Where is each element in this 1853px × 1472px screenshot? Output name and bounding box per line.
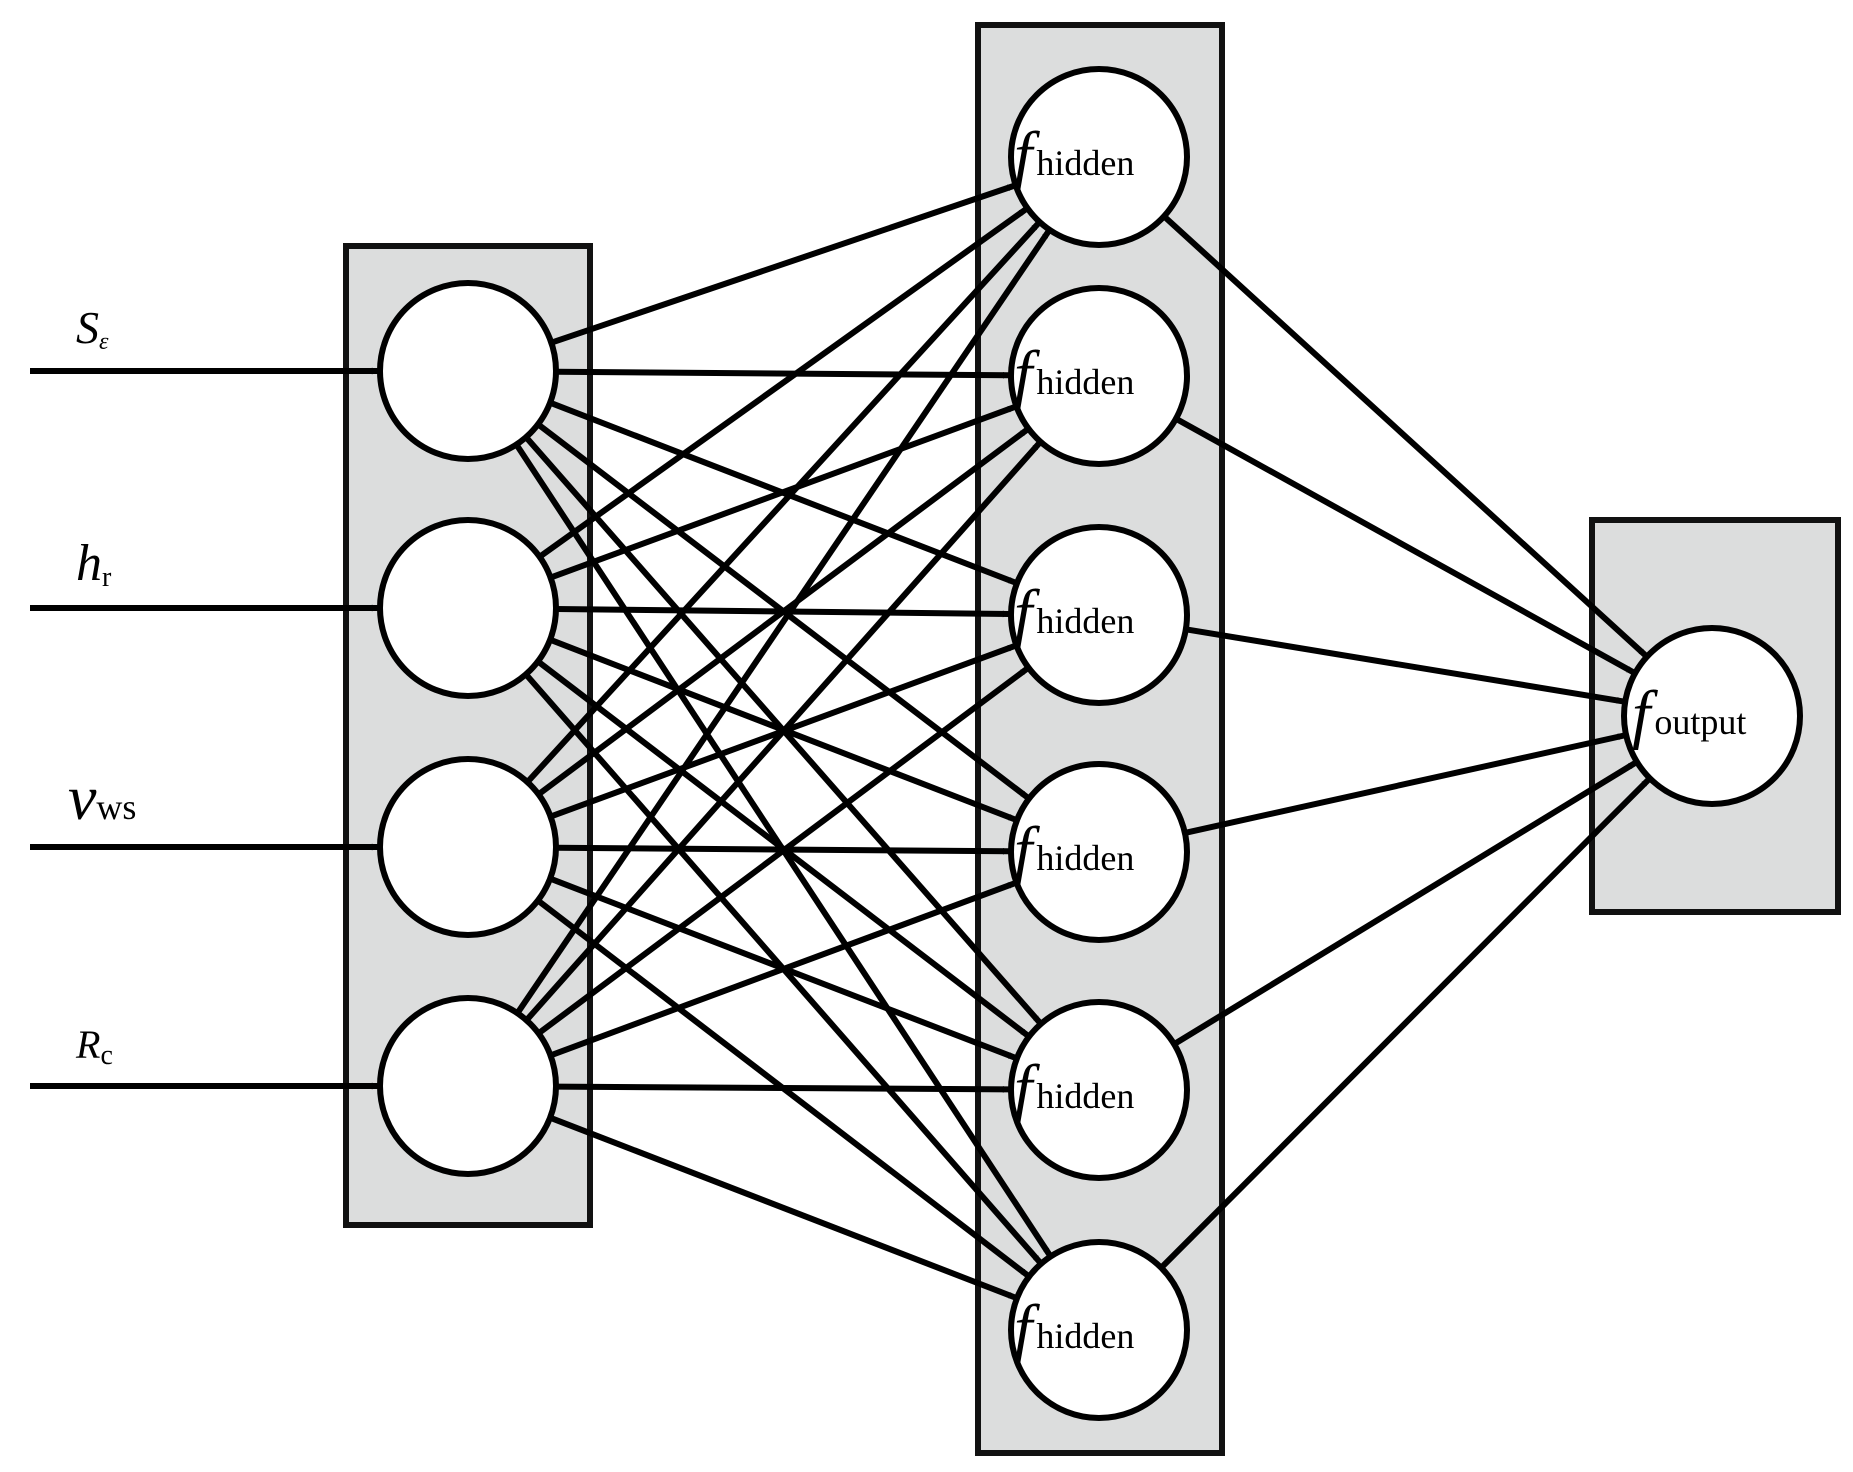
edge-input-4-hidden-1	[514, 229, 1051, 1015]
edge-input-2-hidden-2	[549, 404, 1016, 581]
edge-input-4-hidden-2	[524, 441, 1042, 1023]
edge-hidden-1-output	[1161, 214, 1648, 658]
edge-hidden-4-output	[1184, 732, 1625, 836]
edge-input-3-hidden-1	[525, 221, 1041, 785]
input-label-1: Sε	[76, 302, 109, 355]
hidden-node-4	[1008, 761, 1190, 943]
hidden-node-1	[1008, 66, 1190, 248]
edge-input-4-hidden-6	[549, 1114, 1017, 1301]
input-node-3	[377, 756, 559, 938]
input-label-2: hr	[76, 535, 112, 593]
input-label-4: Rc	[75, 1022, 113, 1071]
input-node-1	[377, 280, 559, 462]
edge-hidden-2-output	[1174, 416, 1635, 675]
hidden-layer-box	[975, 22, 1225, 1456]
edge-input-1-hidden-1	[550, 183, 1015, 346]
edge-hidden-6-output	[1159, 777, 1651, 1270]
edge-hidden-3-output	[1185, 626, 1624, 705]
edge-input-4-hidden-4	[549, 880, 1016, 1059]
hidden-node-3	[1008, 524, 1190, 706]
connections	[513, 183, 1651, 1301]
edge-input-2-hidden-1	[537, 206, 1028, 560]
edge-input-3-hidden-2	[536, 427, 1029, 797]
edge-hidden-5-output	[1172, 760, 1637, 1047]
input-node-2	[377, 517, 559, 699]
hidden-node-2	[1008, 285, 1190, 467]
edge-input-4-hidden-3	[536, 666, 1029, 1036]
input-label-3: vws	[68, 762, 136, 833]
input-lines	[30, 367, 379, 1090]
output-node	[1621, 625, 1803, 807]
hidden-node-5	[1008, 999, 1190, 1181]
hidden-node-6	[1008, 1239, 1190, 1421]
edge-input-4-hidden-5	[555, 1083, 1010, 1093]
edge-input-1-hidden-2	[555, 368, 1010, 379]
nodes	[377, 66, 1803, 1421]
input-node-4	[377, 995, 559, 1177]
